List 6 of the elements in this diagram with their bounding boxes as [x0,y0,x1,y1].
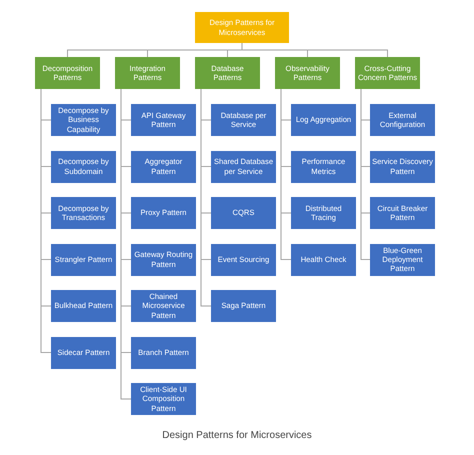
connector-line [280,88,292,260]
connector-line [360,88,370,260]
caption: Design Patterns for Microservices [161,430,313,441]
connector-line [200,88,212,306]
connector-line [242,42,388,58]
connector-line [40,88,52,353]
